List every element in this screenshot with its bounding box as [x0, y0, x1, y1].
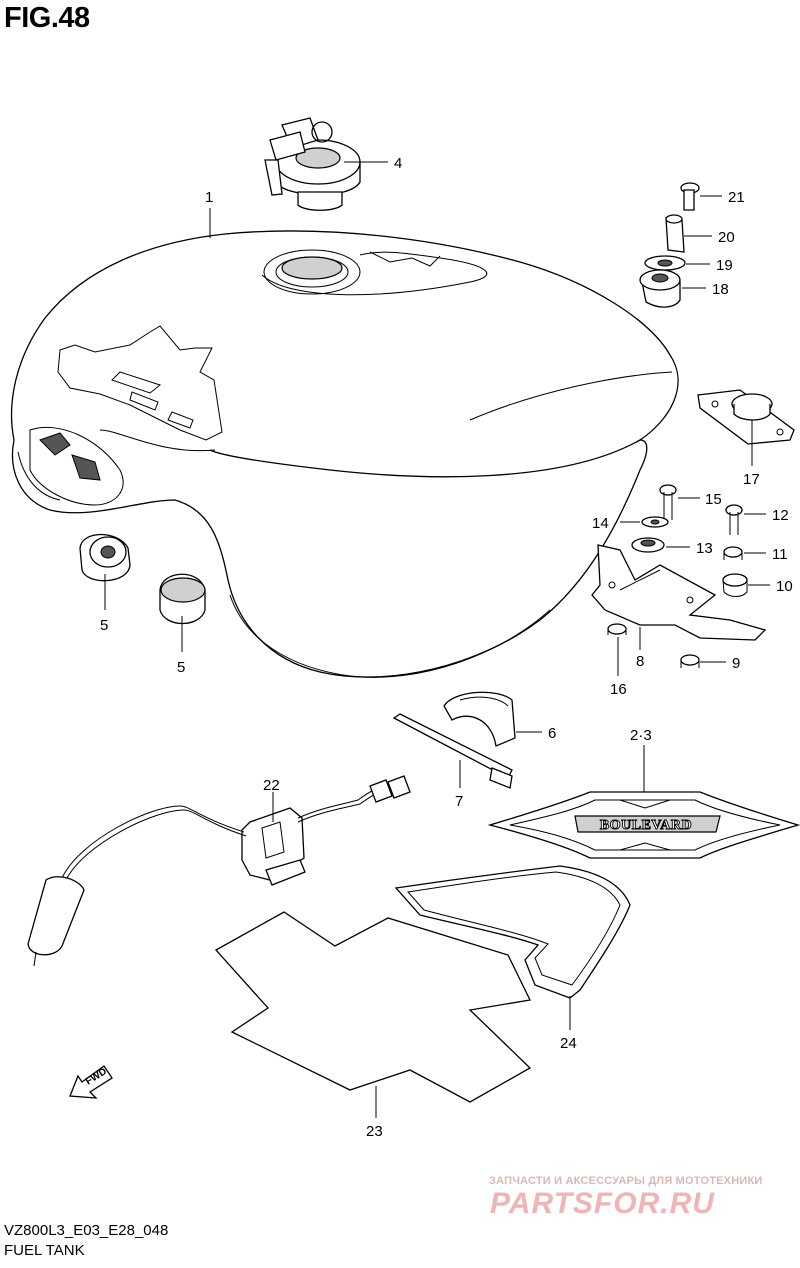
callout-18: 18 [712, 281, 729, 298]
emblem-subtext: SUZUKI [633, 834, 656, 840]
nut-9 [680, 654, 700, 668]
grommet-10 [722, 573, 748, 597]
heat-shield-24 [394, 865, 631, 999]
figure-title: FIG.48 [4, 2, 90, 34]
callout-5a: 5 [100, 617, 108, 634]
callout-10: 10 [776, 578, 793, 595]
callout-12: 12 [772, 507, 789, 524]
fuel-tank [10, 230, 679, 678]
callout-22: 22 [263, 777, 280, 794]
band-7 [392, 713, 513, 789]
callout-5b: 5 [177, 659, 185, 676]
bracket-8 [591, 544, 767, 641]
washer-14 [641, 516, 669, 528]
collar-20 [665, 214, 685, 253]
callout-2-3: 2·3 [630, 727, 652, 744]
washer-19 [644, 255, 686, 271]
watermark-tagline: ЗАПЧАСТИ И АКСЕССУАРЫ ДЛЯ МОТОТЕХНИКИ [489, 1175, 763, 1187]
callout-6: 6 [548, 725, 556, 742]
fuel-cap [264, 117, 361, 211]
figure-caption: FUEL TANK [4, 1242, 85, 1259]
cushion-23 [214, 911, 532, 1103]
bolt-21 [680, 182, 700, 211]
collar-11 [723, 546, 743, 560]
callout-23: 23 [366, 1123, 383, 1140]
callout-9: 9 [732, 655, 740, 672]
bolt-12 [725, 504, 743, 535]
grommet-5b [159, 573, 206, 624]
callout-4: 4 [394, 155, 402, 172]
callout-11: 11 [772, 546, 788, 563]
callout-labels: 1 4 21 20 19 18 17 15 12 14 13 11 10 8 9… [100, 155, 793, 1140]
callout-1: 1 [205, 189, 213, 206]
callout-8: 8 [636, 653, 644, 670]
callout-24: 24 [560, 1035, 577, 1052]
forward-arrow-icon: FWD [69, 1065, 113, 1099]
watermark-logo: PARTSFOR.RU [490, 1187, 715, 1220]
emblem-boulevard: BOULEVARD SUZUKI [487, 791, 800, 859]
fuel-level-gauge [27, 775, 411, 967]
cushion-18 [639, 269, 681, 308]
rear-mount-17 [697, 389, 795, 445]
callout-13: 13 [696, 540, 713, 557]
callout-15: 15 [705, 491, 722, 508]
callout-7: 7 [455, 793, 463, 810]
callout-14: 14 [592, 515, 609, 532]
grommet-5a [79, 534, 131, 582]
model-code: VZ800L3_E03_E28_048 [4, 1222, 169, 1239]
emblem-text: BOULEVARD [600, 818, 692, 833]
callout-16: 16 [610, 681, 627, 698]
callout-20: 20 [718, 229, 735, 246]
grommet-13 [631, 537, 665, 553]
nut-16 [607, 623, 627, 635]
leader-lines [104, 161, 770, 1118]
cushion-6 [443, 691, 516, 747]
bolt-15 [659, 484, 677, 520]
callout-21: 21 [728, 189, 745, 206]
callout-19: 19 [716, 257, 733, 274]
callout-17: 17 [743, 471, 760, 488]
